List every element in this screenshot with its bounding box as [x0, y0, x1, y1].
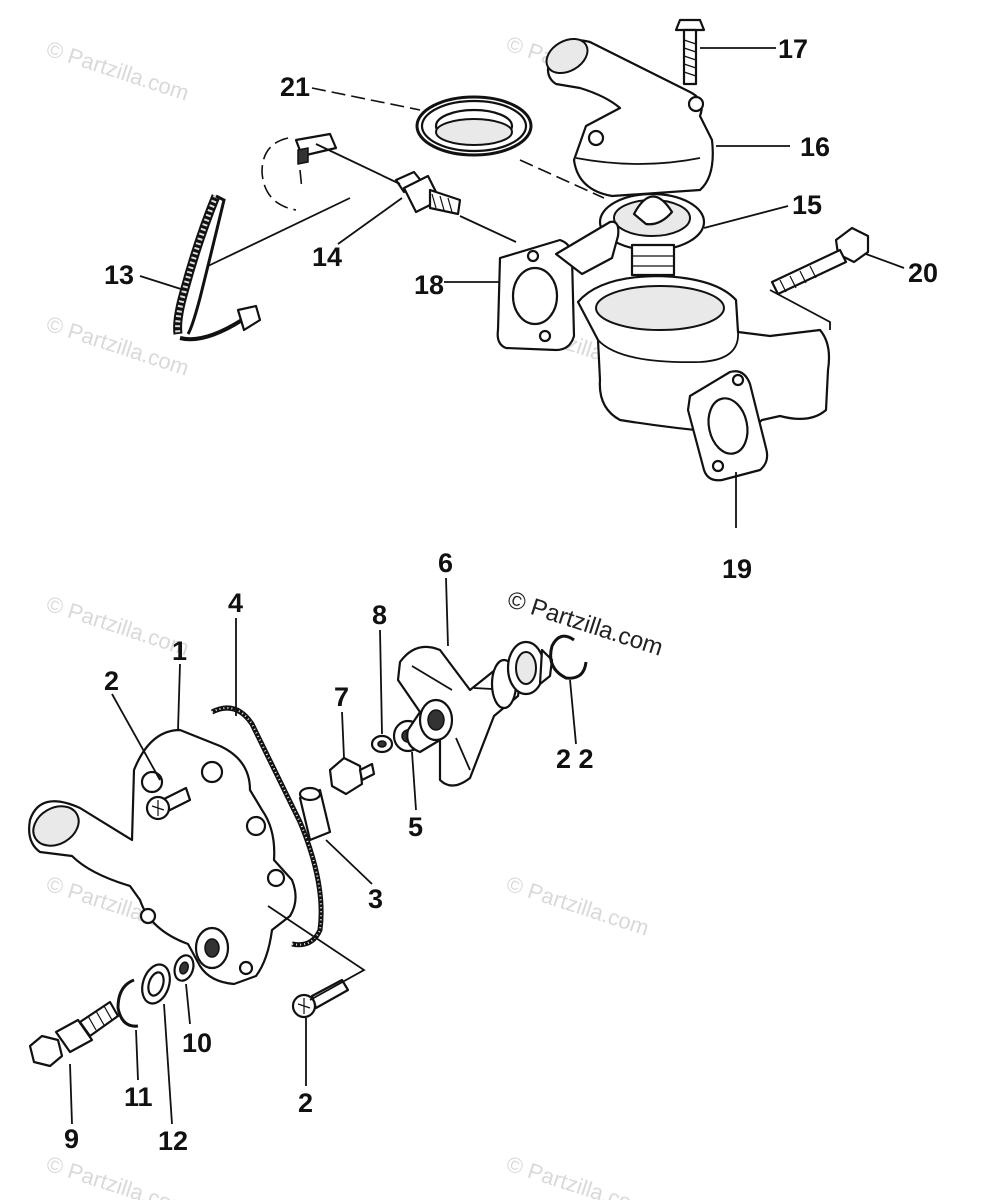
clip-22-part	[549, 634, 588, 680]
callout-13: 13	[104, 260, 134, 290]
callout-20: 20	[908, 258, 938, 288]
oring-4-part	[210, 705, 324, 948]
callout-14: 14	[312, 242, 342, 272]
thermostat-cover-part	[545, 37, 714, 198]
callout-17: 17	[778, 34, 808, 64]
pump-housing-part	[28, 728, 297, 986]
bolt-7-part	[328, 756, 376, 796]
washer-10-part	[173, 954, 195, 982]
callout-labels: 21 17 16 15 14 13 18 20 19 6 4 8 1 2 7 2…	[64, 34, 938, 1156]
thermostat-housing-part	[554, 220, 831, 434]
seal-part	[490, 640, 554, 710]
callout-6: 6	[438, 548, 453, 578]
callout-10: 10	[182, 1028, 212, 1058]
bolt-17-part	[674, 18, 706, 86]
watermark: © Partzilla.com	[503, 871, 652, 941]
lower-leader-lines	[69, 577, 577, 1125]
watermark: © Partzilla.com	[503, 1151, 652, 1200]
watermark: © Partzilla.com	[43, 311, 192, 381]
bushing-part	[298, 786, 332, 842]
callout-4: 4	[228, 588, 243, 618]
callout-8: 8	[372, 600, 387, 630]
callout-5: 5	[408, 812, 423, 842]
callout-1: 1	[172, 636, 187, 666]
watermark: © Partzilla.com	[43, 591, 192, 661]
bleed-bolt-part	[28, 1000, 120, 1068]
callout-12: 12	[158, 1126, 188, 1156]
callout-11: 11	[124, 1082, 153, 1112]
callout-15: 15	[792, 190, 822, 220]
callout-21: 21	[280, 72, 310, 102]
thermostat-part	[598, 192, 706, 277]
callout-16: 16	[800, 132, 830, 162]
screw-2-upper-part	[145, 786, 192, 821]
gasket-18-part	[496, 238, 576, 352]
callout-18: 18	[414, 270, 444, 300]
impeller-part	[396, 645, 520, 787]
callout-2-upper: 2	[104, 666, 119, 696]
watermark: © Partzilla.com	[43, 1151, 192, 1200]
callout-3: 3	[368, 884, 383, 914]
connector-part	[261, 132, 338, 211]
watermark: © Partzilla.com	[43, 36, 192, 106]
wire-harness-part	[173, 194, 262, 342]
bolt-20-part	[770, 226, 870, 296]
callout-9: 9	[64, 1124, 79, 1154]
washer-12-part	[141, 963, 171, 1005]
washer-8-part	[370, 734, 394, 754]
callout-19: 19	[722, 554, 752, 584]
gasket-19-part	[686, 370, 769, 482]
screw-2-lower-part	[291, 978, 350, 1019]
oring-seal-part	[415, 95, 533, 157]
callout-22: 2 2	[556, 744, 594, 774]
temp-sensor-part	[394, 170, 462, 216]
callout-7: 7	[334, 682, 349, 712]
callout-2-lower: 2	[298, 1088, 313, 1118]
ring-11-part	[116, 978, 139, 1028]
upper-leader-lines	[139, 47, 905, 528]
